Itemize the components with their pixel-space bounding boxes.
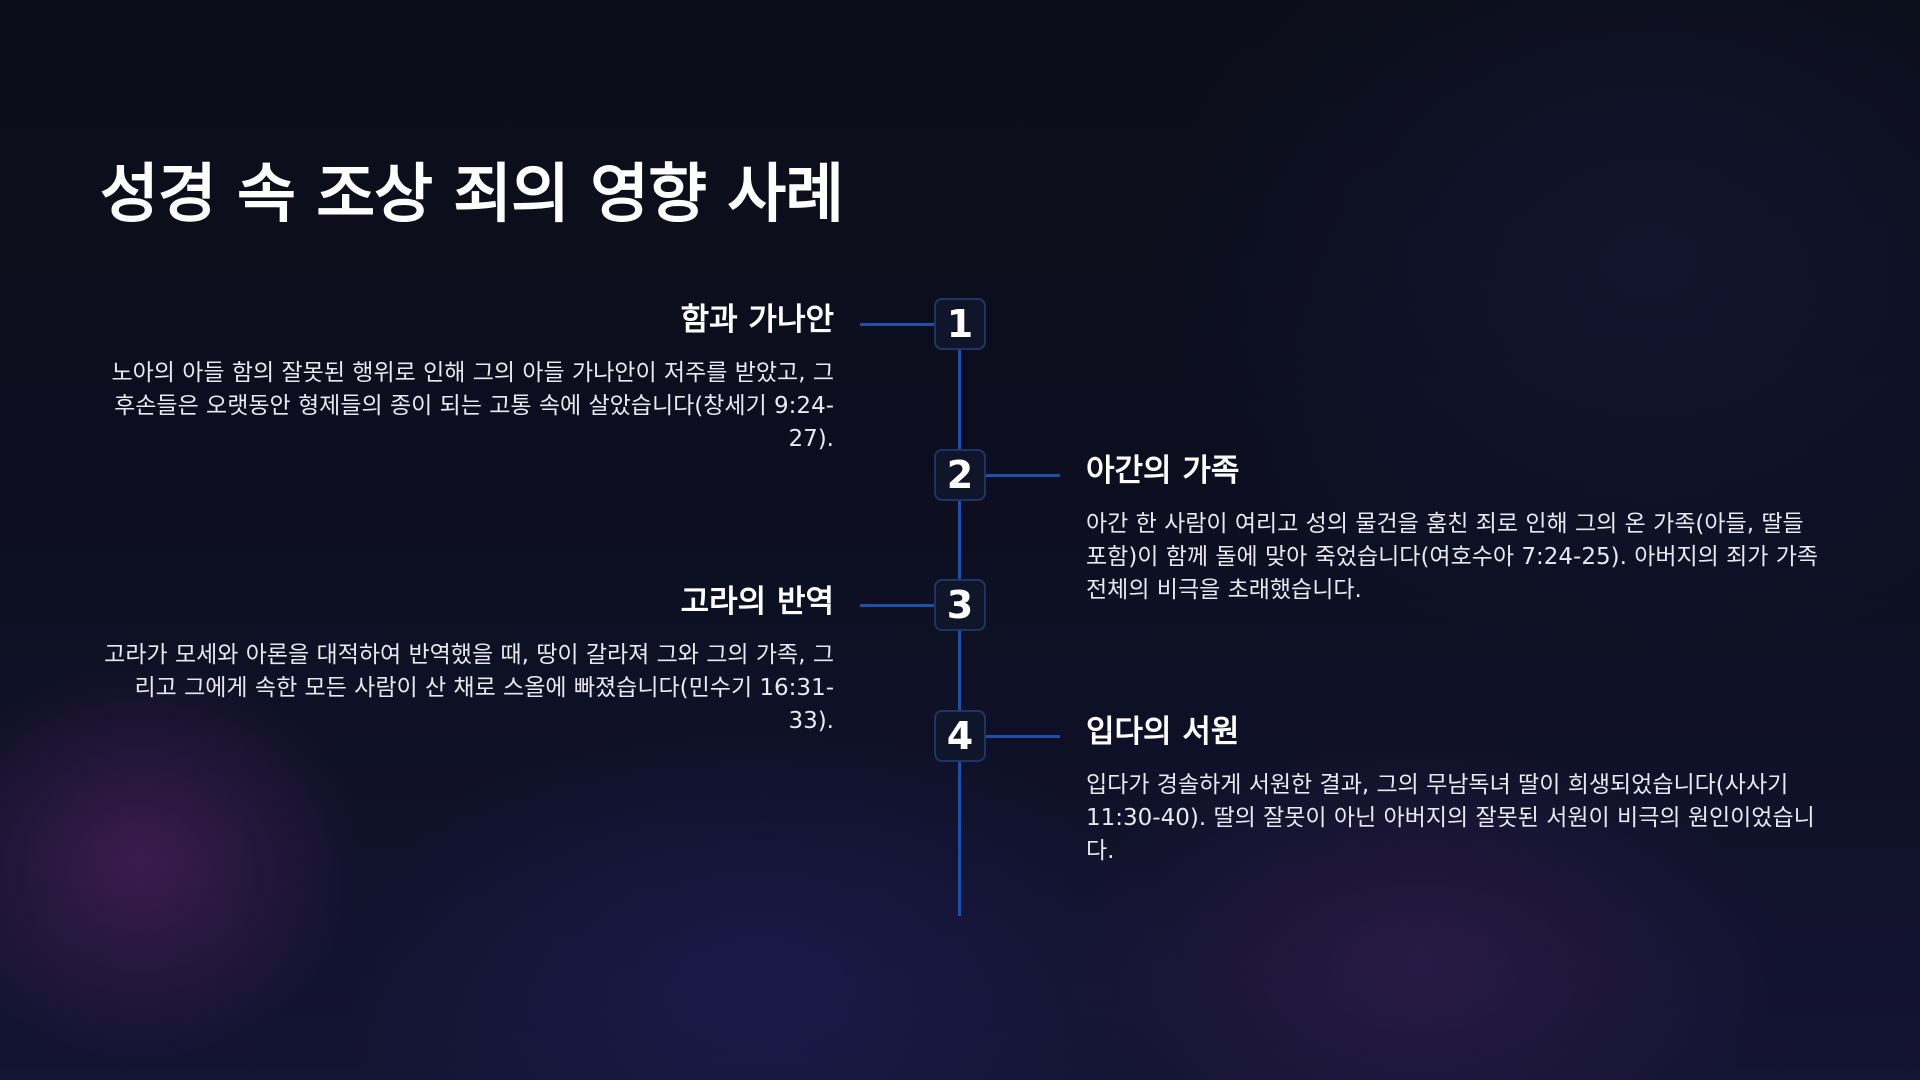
timeline-connector-2: [986, 474, 1060, 477]
timeline-connector-4: [986, 735, 1060, 738]
timeline-connector-1: [860, 323, 934, 326]
item-heading-4: 입다의 서원: [1086, 714, 1240, 750]
item-heading-2: 아간의 가족: [1086, 453, 1240, 489]
step-number-3: 3: [934, 579, 986, 631]
timeline-connector-3: [860, 604, 934, 607]
step-number-1: 1: [934, 298, 986, 350]
step-number-2: 2: [934, 449, 986, 501]
item-description-3: 고라가 모세와 아론을 대적하여 반역했을 때, 땅이 갈라져 그와 그의 가족…: [104, 642, 834, 734]
item-description-2: 아간 한 사람이 여리고 성의 물건을 훔친 죄로 인해 그의 온 가족(아들,…: [1086, 511, 1819, 603]
item-heading-1: 함과 가나안: [680, 302, 834, 338]
item-description-1: 노아의 아들 함의 잘못된 행위로 인해 그의 아들 가나안이 저주를 받았고,…: [111, 360, 834, 452]
item-heading-3: 고라의 반역: [680, 584, 834, 620]
step-number-4: 4: [934, 710, 986, 762]
item-description-4: 입다가 경솔하게 서원한 결과, 그의 무남독녀 딸이 희생되었습니다(사사기 …: [1086, 772, 1815, 864]
slide-title: 성경 속 조상 죄의 영향 사례: [100, 158, 844, 232]
